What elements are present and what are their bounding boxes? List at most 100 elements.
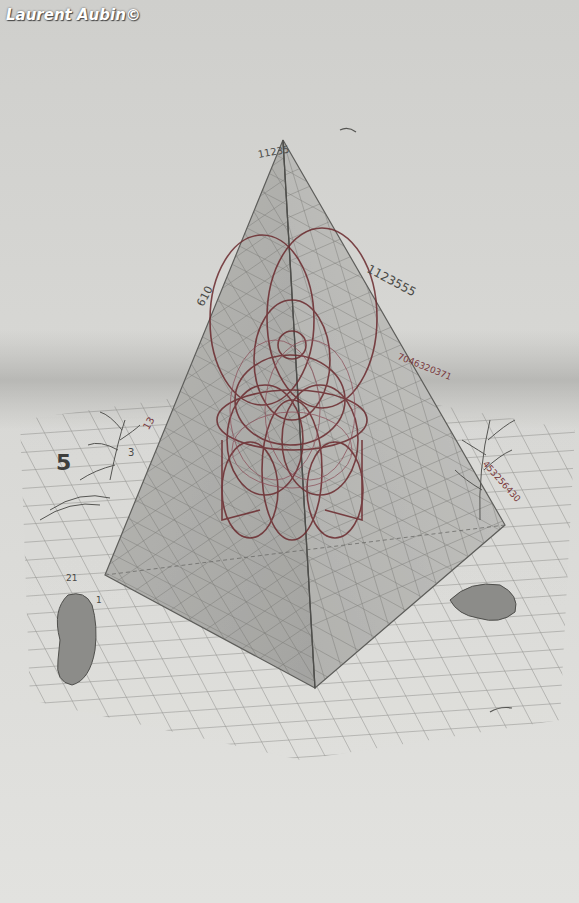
grid-line (0, 0, 579, 210)
grid-line (0, 466, 579, 716)
grid-line (543, 0, 579, 740)
grid-line (0, 284, 579, 684)
grid-line (343, 0, 579, 740)
grid-line (263, 0, 563, 740)
grid-line (0, 0, 203, 740)
grid-line (0, 386, 579, 706)
pyramid-face (105, 140, 315, 688)
grid-line (528, 340, 579, 800)
grid-line (279, 0, 579, 740)
grid-line (0, 0, 579, 156)
grid-line (0, 0, 579, 332)
grid-line (103, 0, 579, 740)
grid-line (0, 188, 579, 488)
grid-line (0, 0, 3, 740)
grid-line (0, 584, 579, 884)
grid-line (0, 0, 197, 740)
grid-line (0, 496, 579, 796)
grid-line (0, 792, 579, 832)
grid-line (0, 474, 579, 774)
grid-line (472, 340, 579, 800)
grid-line (203, 0, 503, 740)
grid-line (0, 122, 579, 422)
grid-line (444, 340, 579, 800)
grid-line (0, 0, 579, 114)
grid-line (0, 78, 579, 398)
grid-line (0, 0, 579, 68)
grid-line (0, 312, 579, 562)
grid-line (15, 0, 579, 740)
grid-line (0, 756, 579, 796)
grid-line (0, 0, 579, 56)
grid-line (0, 864, 579, 903)
grid-line (0, 0, 219, 740)
grid-line (0, 672, 579, 903)
grid-line (213, 0, 579, 740)
grid-line (0, 0, 579, 222)
grid-line (0, 684, 579, 724)
grid-line (0, 882, 579, 903)
grid-line (0, 0, 579, 134)
grid-line (0, 0, 579, 376)
grid-line (0, 0, 579, 92)
grid-line (0, 144, 579, 464)
number-label: 1 (96, 596, 102, 605)
grid-line (169, 0, 579, 740)
grid-line (0, 356, 579, 606)
grid-line (0, 0, 579, 200)
grid-line (0, 496, 579, 816)
grid-line (0, 518, 579, 818)
grid-line (63, 0, 363, 740)
grid-line (0, 340, 40, 800)
grid-line (0, 0, 143, 740)
grid-line (37, 0, 579, 740)
grid-line (0, 0, 579, 112)
grid-line (0, 328, 579, 728)
grid-line (0, 716, 579, 903)
grid-line (0, 408, 579, 708)
grid-line (0, 0, 65, 740)
grid-line (0, 0, 43, 740)
grid-line (433, 0, 579, 740)
grid-line (0, 0, 579, 134)
grid-line (0, 0, 579, 200)
grid-line (283, 0, 579, 740)
grid-line (499, 0, 579, 740)
grid-line (0, 0, 285, 740)
grid-line (0, 738, 579, 778)
grid-line (0, 518, 579, 838)
grid-line (443, 0, 579, 740)
grid-line (0, 0, 579, 4)
grid-line (0, 320, 579, 640)
grid-line (0, 394, 579, 794)
grid-line (0, 306, 579, 706)
grid-line (0, 0, 263, 740)
grid-line (0, 0, 439, 740)
grid-line (0, 188, 579, 508)
grid-line (0, 0, 579, 122)
grid-line (0, 0, 175, 740)
grid-line (0, 0, 579, 24)
grid-line (0, 0, 579, 224)
grid-line (0, 0, 351, 740)
grid-line (0, 240, 579, 640)
grid-line (0, 452, 579, 752)
grid-line (0, 0, 579, 244)
grid-line (0, 562, 579, 882)
grid-line (123, 0, 423, 740)
grid-line (0, 0, 223, 740)
grid-line (0, 510, 579, 760)
grid-line (0, 672, 579, 903)
grid-line (0, 846, 579, 886)
grid-line (0, 810, 579, 850)
grid-line (0, 0, 153, 740)
grid-line (389, 0, 579, 740)
grid-line (0, 70, 579, 320)
grid-line (463, 0, 579, 740)
grid-line (0, 0, 395, 740)
grid-line (0, 0, 579, 398)
watermark: Laurent Aubin© (6, 8, 141, 23)
grid-line (521, 0, 579, 740)
